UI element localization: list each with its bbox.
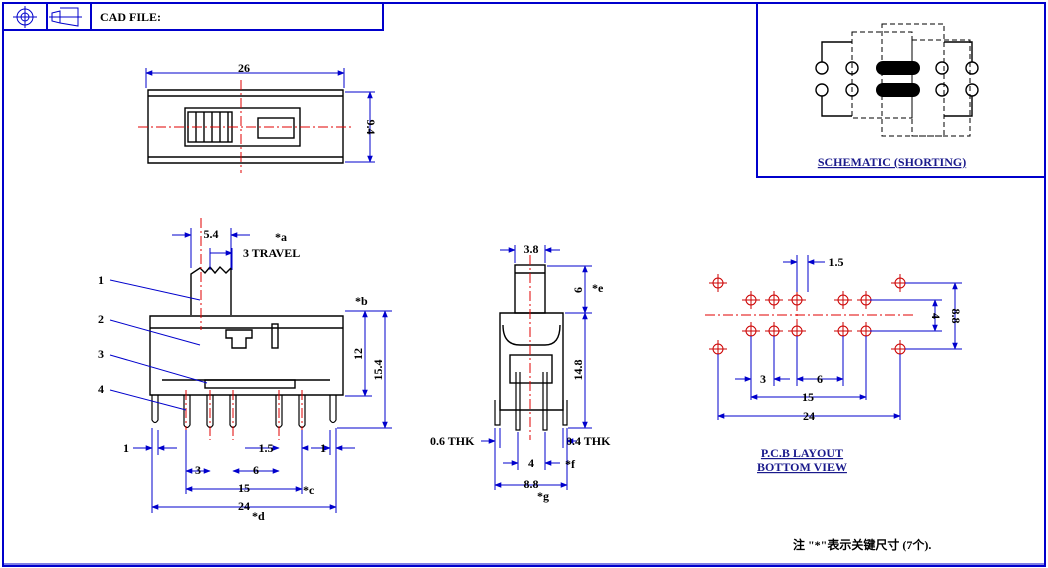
shorting-contact-upper	[876, 61, 920, 75]
pcb-pitch-b-dim: 6	[817, 372, 823, 386]
pin-pitch-small-dim: 1.5	[259, 441, 274, 455]
pin-edge-right-dim: 1	[320, 441, 326, 455]
part-label-1: 1	[98, 273, 104, 287]
first-angle-projection-icon	[13, 6, 82, 28]
pcb-overall-width-dim: 24	[803, 409, 815, 423]
pin-pitch-b-dim: 6	[253, 463, 259, 477]
schematic-drawing	[815, 23, 979, 137]
schematic-caption: SCHEMATIC (SHORTING)	[818, 155, 966, 169]
overall-width-dim: 24	[238, 499, 250, 513]
key-dim-d: *d	[252, 509, 265, 523]
part-label-3: 3	[98, 347, 104, 361]
side-view: 3.8 6 *e 14.8 0.6 THK 0.4 THK 4 *f 8.8 *…	[430, 242, 611, 503]
pcb-span-dim: 15	[802, 390, 814, 404]
front-view-pins	[151, 395, 337, 429]
side-lever-height-dim: 6	[571, 287, 585, 293]
pcb-overall-height-dim: 8.8	[949, 309, 963, 324]
side-pin-spacing-dim: 4	[528, 456, 534, 470]
key-dim-f: *f	[565, 457, 576, 471]
side-body-height-dim: 14.8	[571, 360, 585, 381]
pcb-holes	[709, 274, 909, 358]
side-lever-width-dim: 3.8	[524, 242, 539, 256]
travel-dim: 3 TRAVEL	[243, 246, 300, 260]
top-view-length-dim: 26	[238, 61, 250, 75]
pin-right-thk-dim: 0.4 THK	[566, 434, 611, 448]
pin-edge-left-dim: 1	[123, 441, 129, 455]
pcb-pitch-small-dim: 1.5	[829, 255, 844, 269]
part-label-4: 4	[98, 382, 104, 396]
top-view: 26 9.4	[138, 61, 378, 173]
pcb-row-spacing-dim: 4	[929, 313, 943, 319]
pin-left-thk-dim: 0.6 THK	[430, 434, 475, 448]
key-dim-e: *e	[592, 281, 604, 295]
lever-width-dim: 5.4	[204, 227, 219, 241]
pcb-pitch-a-dim: 3	[760, 372, 766, 386]
body-height-dim: 12	[351, 348, 365, 360]
pcb-title-line2: BOTTOM VIEW	[757, 460, 847, 474]
key-dim-a: *a	[275, 230, 287, 244]
shorting-contact-lower	[876, 83, 920, 97]
key-dim-b: *b	[355, 294, 368, 308]
pcb-title-line1: P.C.B LAYOUT	[761, 446, 843, 460]
front-view: 1 2 3 4 5.4 3 TRAVEL *a 12 15.4 *b	[98, 218, 392, 523]
key-dim-g: *g	[537, 489, 549, 503]
pin-pitch-a-dim: 3	[195, 463, 201, 477]
side-overall-width-dim: 8.8	[524, 477, 539, 491]
key-dim-c: *c	[303, 483, 315, 497]
key-dimension-note: 注 "*"表示关键尺寸 (7个).	[793, 537, 931, 552]
overall-height-dim: 15.4	[371, 360, 385, 381]
cad-file-label: CAD FILE:	[100, 10, 161, 24]
pin-span-dim: 15	[238, 481, 250, 495]
pcb-layout: 1.5 4 8.8 3 6 15 24 P.C.B LAYOUT BOTTOM …	[705, 255, 963, 474]
schematic-panel: SCHEMATIC (SHORTING)	[756, 2, 1046, 178]
title-block: CAD FILE:	[2, 2, 384, 31]
top-view-height-dim: 9.4	[364, 120, 378, 135]
part-label-2: 2	[98, 312, 104, 326]
